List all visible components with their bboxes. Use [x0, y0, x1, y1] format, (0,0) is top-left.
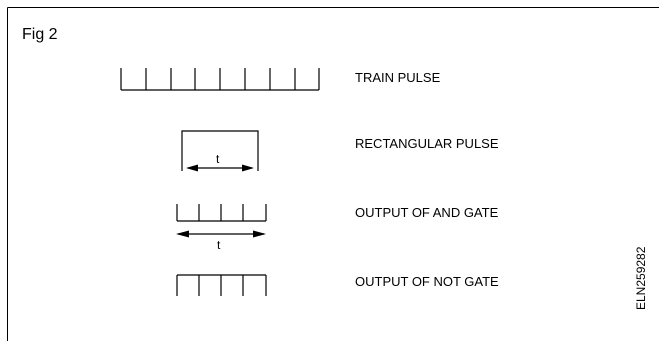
and-gate-output-label: OUTPUT OF AND GATE	[355, 205, 499, 220]
arrowhead-left-icon	[176, 230, 189, 238]
figure-code: ELN259282	[634, 246, 648, 310]
train-pulse-label: TRAIN PULSE	[355, 70, 441, 85]
rectangular-pulse-interval-label: t	[216, 152, 220, 166]
figure-title: Fig 2	[22, 26, 58, 43]
and-gate-output-waveform	[176, 204, 267, 238]
not-gate-output-waveform	[176, 274, 267, 296]
train-pulse-waveform	[120, 68, 320, 91]
arrowhead-left-icon	[186, 164, 198, 172]
rectangular-pulse-label: RECTANGULAR PULSE	[355, 136, 499, 151]
rectangular-pulse-waveform	[181, 130, 259, 172]
arrowhead-right-icon	[242, 164, 254, 172]
figure-frame	[7, 7, 659, 341]
and-gate-interval-label: t	[217, 238, 221, 252]
arrowhead-right-icon	[253, 230, 266, 238]
rectangular-pulse-shape	[181, 130, 259, 171]
not-gate-output-label: OUTPUT OF NOT GATE	[355, 274, 499, 289]
